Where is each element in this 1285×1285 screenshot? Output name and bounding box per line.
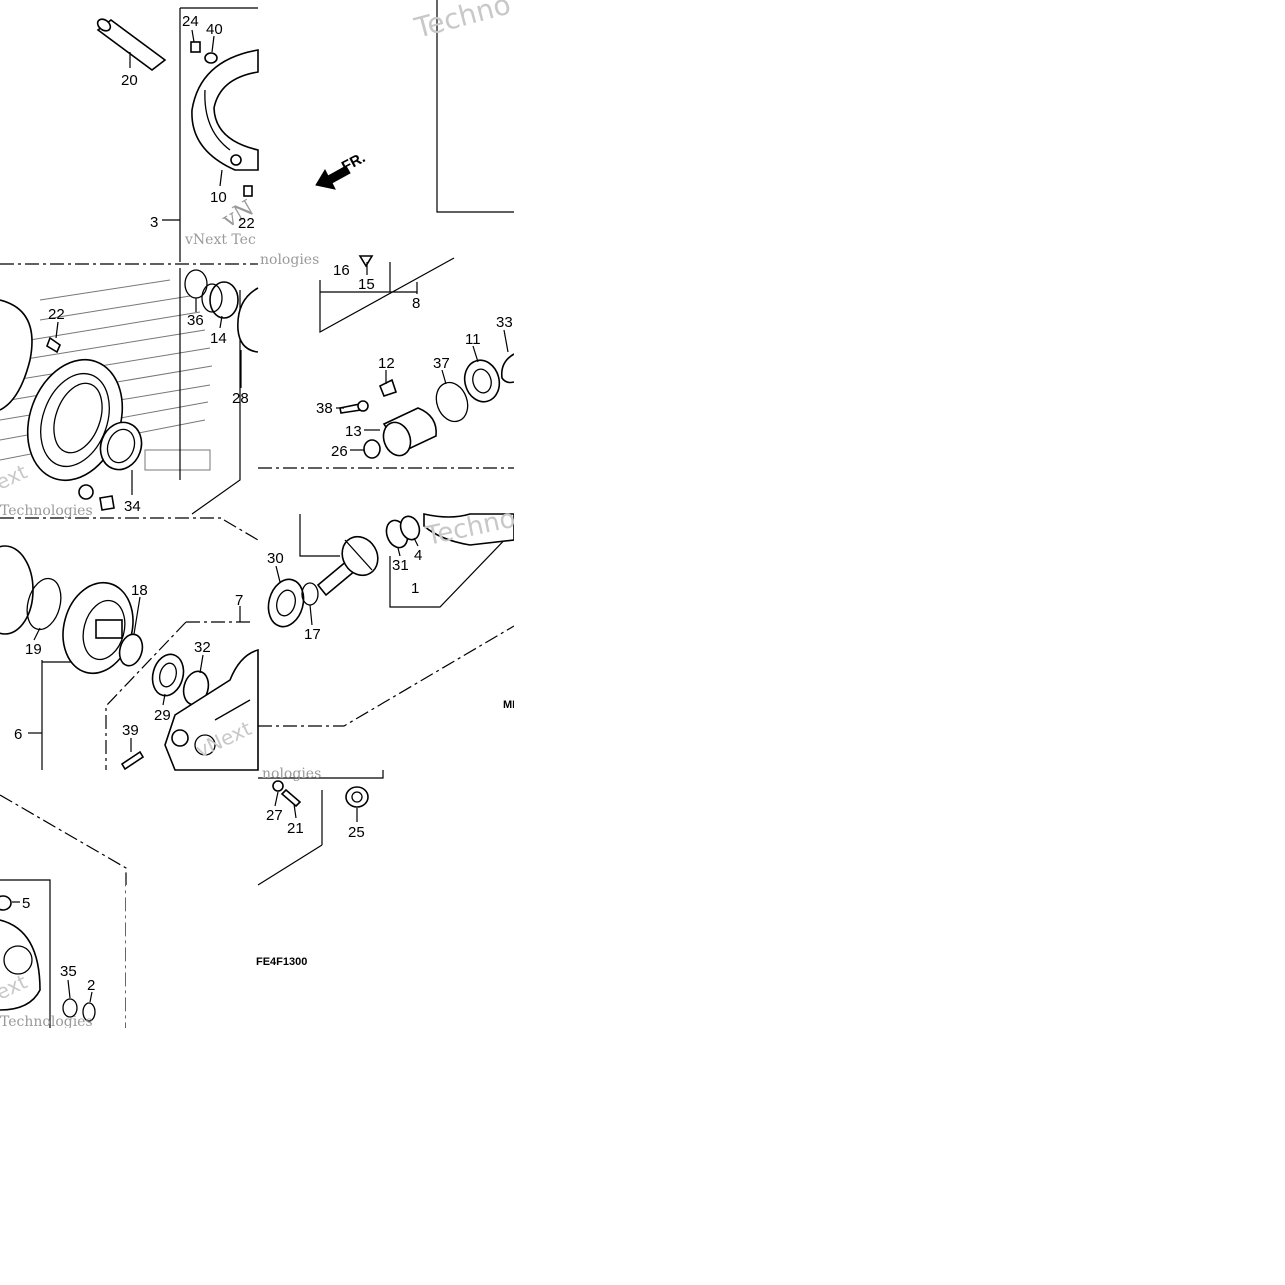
callout-15: 15 — [358, 276, 375, 293]
ring-33 — [500, 353, 515, 384]
needle-bearing-31 — [385, 515, 421, 549]
callout-17: 17 — [304, 626, 321, 643]
callout-5: 5 — [22, 895, 30, 912]
callout-22b: 22 — [238, 215, 255, 232]
bearing-28 — [237, 287, 259, 353]
callout-37: 37 — [433, 355, 450, 372]
watermarks: Techno vNext Tec vN nologies ext Technol… — [0, 0, 518, 1030]
callout-3: 3 — [150, 214, 158, 231]
callout-6: 6 — [14, 726, 22, 743]
watermark-vnext-tec: vNext Tec — [184, 232, 256, 248]
bolt-24 — [190, 41, 201, 53]
callout-30: 30 — [267, 550, 284, 567]
callout-16: 16 — [333, 262, 350, 279]
callout-34: 34 — [124, 498, 141, 515]
housing-lower — [0, 919, 41, 1011]
o-ring-36 — [184, 269, 208, 299]
sleeve-13 — [382, 407, 437, 457]
plug-small — [78, 484, 115, 511]
bolt-23 — [243, 185, 253, 197]
callout-20: 20 — [121, 72, 138, 89]
nut-26 — [363, 439, 381, 459]
part-shapes — [0, 18, 515, 1022]
drawing-code: FE4F1300 — [256, 956, 307, 968]
nut-25 — [345, 786, 369, 808]
blank-region-lower-mid — [126, 885, 256, 1028]
washer-40 — [204, 52, 218, 64]
callout-10: 10 — [210, 189, 227, 206]
watermark-tech-top: Techno — [410, 0, 514, 45]
pinion-gear — [316, 535, 379, 597]
clip-12 — [378, 378, 398, 397]
frame-lines — [0, 0, 515, 1028]
callout-13: 13 — [345, 423, 362, 440]
watermark-nologies-2: nologies — [262, 766, 321, 782]
partial-drawing-code: MI — [503, 699, 515, 711]
gear-case-7 — [164, 648, 259, 771]
ring-large-left — [0, 545, 34, 635]
watermark-technologies-2: Technologies — [0, 1014, 93, 1030]
circlip-19 — [26, 577, 62, 631]
callout-1: 1 — [411, 580, 419, 597]
front-direction-arrow: FR. — [315, 149, 368, 190]
callout-4: 4 — [414, 547, 422, 564]
callout-27: 27 — [266, 807, 283, 824]
callout-31: 31 — [392, 557, 409, 574]
callout-2: 2 — [87, 977, 95, 994]
callout-29: 29 — [154, 707, 171, 724]
callout-19: 19 — [25, 641, 42, 658]
bolt-21 — [280, 788, 302, 808]
gear-11 — [463, 359, 501, 403]
callout-8: 8 — [412, 295, 420, 312]
callout-7: 7 — [235, 592, 243, 609]
collar-14 — [201, 281, 239, 319]
ring-gear-6 — [62, 581, 134, 675]
ring-2 — [82, 1002, 96, 1022]
watermark-nologies-1: nologies — [260, 252, 319, 268]
bolt-22 — [46, 336, 61, 354]
callout-33: 33 — [496, 314, 513, 331]
watermark-technologies-1: Technologies — [0, 503, 93, 519]
blank-region-right — [514, 0, 1285, 1285]
callout-35: 35 — [60, 963, 77, 980]
callout-26: 26 — [331, 443, 348, 460]
callout-18: 18 — [131, 582, 148, 599]
seal-34 — [99, 421, 143, 471]
callout-36: 36 — [187, 312, 204, 329]
bolt-38 — [339, 400, 369, 414]
washer-27 — [272, 780, 284, 792]
callout-21: 21 — [287, 820, 304, 837]
callout-39: 39 — [122, 722, 139, 739]
bearing-29 — [151, 653, 185, 697]
callout-28: 28 — [232, 390, 249, 407]
shim-18 — [118, 633, 144, 667]
callout-40: 40 — [206, 21, 223, 38]
ring-35 — [62, 998, 78, 1018]
stud-39 — [120, 750, 145, 771]
callout-12: 12 — [378, 355, 395, 372]
callout-22: 22 — [48, 306, 65, 323]
plug-5 — [0, 895, 12, 911]
pin-20 — [96, 18, 167, 72]
callout-32: 32 — [194, 639, 211, 656]
callout-14: 14 — [210, 330, 227, 347]
blank-region-bottom — [0, 1028, 514, 1285]
shim-17 — [301, 582, 319, 606]
callouts: 20 24 40 10 3 22 22 36 14 28 34 18 19 7 … — [14, 13, 513, 994]
watermark-ext-1: ext — [0, 459, 31, 494]
bearing-30 — [267, 578, 305, 628]
callout-25: 25 — [348, 824, 365, 841]
brake-shoe-10 — [191, 49, 259, 171]
callout-11: 11 — [465, 331, 481, 348]
callout-38: 38 — [316, 400, 333, 417]
leader-lines — [12, 29, 509, 1003]
callout-24: 24 — [182, 13, 199, 30]
bolt-15 — [358, 255, 374, 268]
